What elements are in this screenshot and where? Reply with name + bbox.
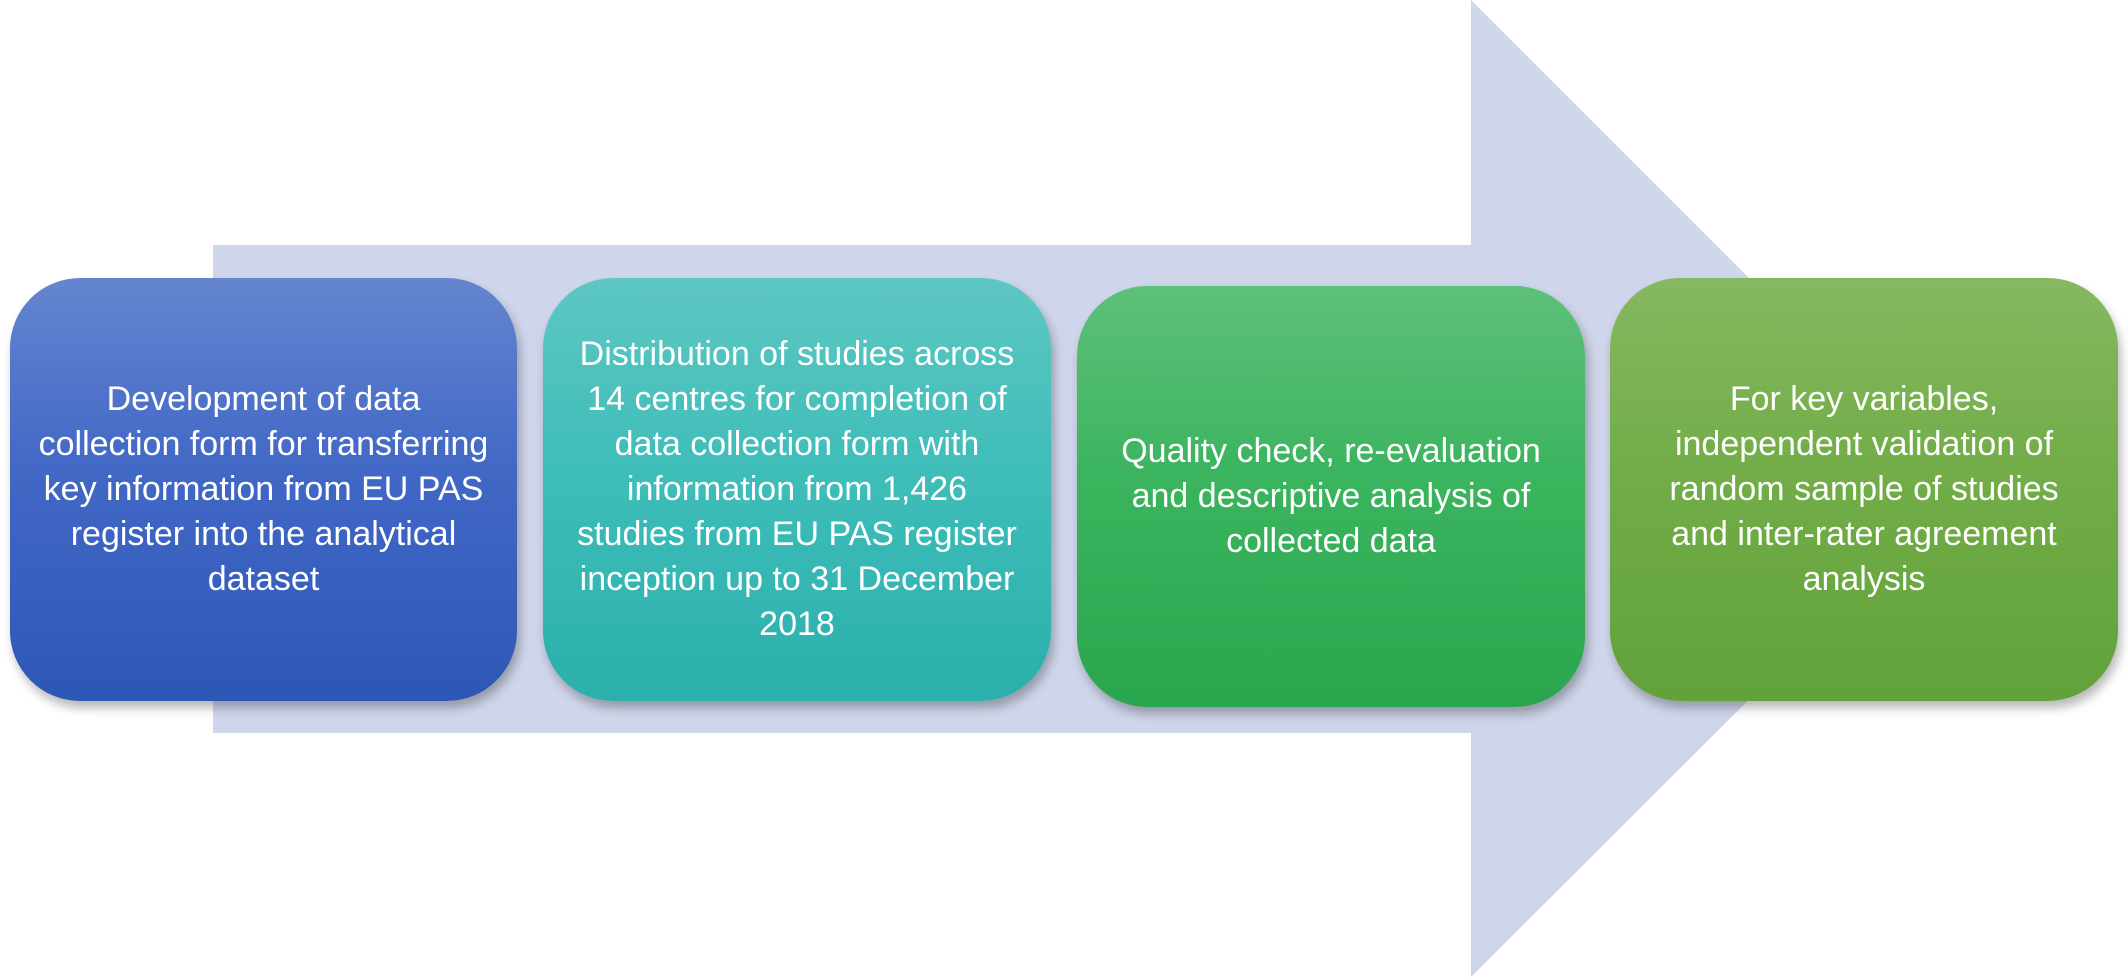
step-1-text: Development of data collection form for … xyxy=(38,380,489,598)
step-2-box: Distribution of studies across 14 centre… xyxy=(543,278,1051,701)
step-3-box: Quality check, re-evaluation and descrip… xyxy=(1077,286,1585,707)
step-1-box: Development of data collection form for … xyxy=(10,278,517,701)
step-3-text: Quality check, re-evaluation and descrip… xyxy=(1121,432,1541,560)
step-4-text: For key variables, independent validatio… xyxy=(1669,380,2059,598)
step-2-text: Distribution of studies across 14 centre… xyxy=(577,335,1017,643)
step-4-box: For key variables, independent validatio… xyxy=(1610,278,2118,701)
